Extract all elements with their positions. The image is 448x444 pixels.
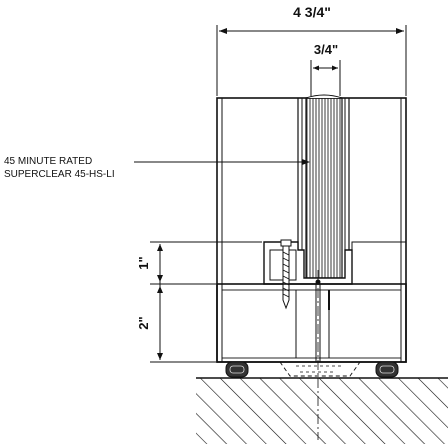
floor-channel xyxy=(279,361,361,377)
stop-height-label: 1" xyxy=(136,256,151,269)
overall-width-dimension: 4 3/4" xyxy=(216,4,407,96)
gasket-left xyxy=(225,361,249,378)
overall-width-label: 4 3/4" xyxy=(293,4,331,20)
screw xyxy=(280,239,292,310)
center-mark xyxy=(315,270,321,440)
ground-hatch xyxy=(196,377,448,444)
gasket-right xyxy=(375,361,399,378)
glass-panel xyxy=(305,94,343,279)
glass-callout: 45 MINUTE RATED SUPERCLEAR 45-HS-LI xyxy=(4,156,310,180)
glass-thickness-label: 3/4" xyxy=(314,42,338,57)
glass-thickness-dimension: 3/4" xyxy=(310,42,341,96)
callout-line-2: SUPERCLEAR 45-HS-LI xyxy=(4,169,115,180)
callout-line-1: 45 MINUTE RATED xyxy=(4,156,92,167)
base-height-label: 2" xyxy=(136,316,151,329)
base-member xyxy=(216,283,407,363)
vertical-dimensions: 1" 2" xyxy=(136,241,262,363)
